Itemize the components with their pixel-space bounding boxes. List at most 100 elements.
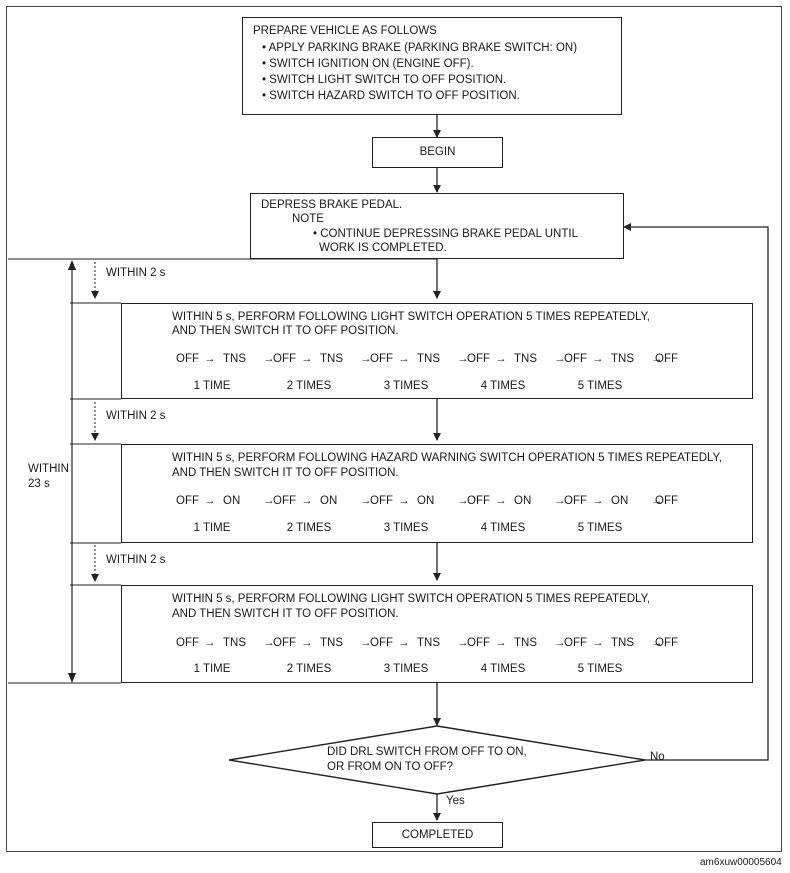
switch-state-text: OFF <box>370 637 393 649</box>
step-instruction: WITHIN 5 s, PERFORM FOLLOWING LIGHT SWIT… <box>172 311 650 323</box>
step-instruction: WITHIN 5 s, PERFORM FOLLOWING HAZARD WAR… <box>172 452 722 464</box>
step-box <box>121 303 753 399</box>
sequence-arrow: → <box>204 637 216 649</box>
switch-state-text: OFF <box>655 353 678 365</box>
sequence-arrow: → <box>495 353 507 365</box>
repetition-label: 1 TIME <box>193 663 231 675</box>
prepare-item: • APPLY PARKING BRAKE (PARKING BRAKE SWI… <box>262 42 578 54</box>
sequence-arrow: → <box>457 353 469 365</box>
depress-note-label: NOTE <box>292 213 324 225</box>
repetition-label: 3 TIMES <box>383 522 429 534</box>
sequence-arrow: → <box>301 353 313 365</box>
decision-diamond <box>228 725 646 795</box>
sequence-arrow: → <box>592 495 604 507</box>
repetition-label: 5 TIMES <box>577 663 623 675</box>
switch-state-text: TNS <box>223 637 246 649</box>
repetition-label: 1 TIME <box>193 522 231 534</box>
prepare-title: PREPARE VEHICLE AS FOLLOWS <box>253 25 437 37</box>
sequence-arrow: → <box>554 353 566 365</box>
figure-code: am6xuw00005604 <box>700 857 782 868</box>
switch-state-text: ON <box>417 495 435 507</box>
within-23s-label: 23 s <box>28 478 50 490</box>
repetition-label: 3 TIMES <box>383 380 429 392</box>
switch-state-text: OFF <box>370 353 393 365</box>
begin-label: BEGIN <box>419 146 456 158</box>
repetition-label: 1 TIME <box>193 380 231 392</box>
switch-state-text: OFF <box>176 495 199 507</box>
switch-state-text: ON <box>514 495 532 507</box>
switch-state-text: OFF <box>564 637 587 649</box>
completed-box <box>372 822 503 848</box>
switch-state-text: TNS <box>417 353 440 365</box>
sequence-arrow: → <box>301 495 313 507</box>
switch-state-text: OFF <box>273 637 296 649</box>
switch-state-text: TNS <box>514 353 537 365</box>
repetition-label: 3 TIMES <box>383 663 429 675</box>
switch-state-text: OFF <box>655 495 678 507</box>
sequence-arrow: → <box>263 353 275 365</box>
switch-state-text: OFF <box>176 353 199 365</box>
sequence-arrow: → <box>554 495 566 507</box>
prepare-item: • SWITCH IGNITION ON (ENGINE OFF). <box>262 58 474 70</box>
switch-state-text: OFF <box>564 353 587 365</box>
switch-state-text: ON <box>320 495 338 507</box>
sequence-arrow: → <box>301 637 313 649</box>
switch-state-text: OFF <box>467 353 490 365</box>
switch-state-text: ON <box>611 495 629 507</box>
decision-question: DID DRL SWITCH FROM OFF TO ON, <box>327 746 527 758</box>
diagram-frame <box>6 6 782 852</box>
switch-state-text: OFF <box>655 637 678 649</box>
sequence-arrow: → <box>651 495 663 507</box>
sequence-arrow: → <box>554 637 566 649</box>
switch-state-text: TNS <box>514 637 537 649</box>
prepare-item: • SWITCH HAZARD SWITCH TO OFF POSITION. <box>262 90 520 102</box>
sequence-arrow: → <box>651 353 663 365</box>
step-box <box>121 585 753 683</box>
span-23s-bottom-arrow <box>68 673 76 683</box>
switch-state-text: TNS <box>611 637 634 649</box>
switch-state-text: OFF <box>564 495 587 507</box>
step-instruction: AND THEN SWITCH IT TO OFF POSITION. <box>172 467 399 479</box>
sequence-arrow: → <box>398 353 410 365</box>
sequence-arrow: → <box>263 637 275 649</box>
depress-note-line: • CONTINUE DEPRESSING BRAKE PEDAL UNTIL <box>313 228 578 240</box>
sequence-arrow: → <box>495 495 507 507</box>
within-2s-label: WITHIN 2 s <box>106 554 166 566</box>
switch-state-text: TNS <box>223 353 246 365</box>
repetition-label: 4 TIMES <box>480 380 526 392</box>
switch-state-text: OFF <box>467 637 490 649</box>
switch-state-text: TNS <box>417 637 440 649</box>
sequence-arrow: → <box>592 637 604 649</box>
step-box <box>121 444 753 543</box>
within-2s-label: WITHIN 2 s <box>106 410 166 422</box>
sequence-arrow: → <box>204 353 216 365</box>
sequence-arrow: → <box>651 637 663 649</box>
switch-state-text: OFF <box>467 495 490 507</box>
sequence-arrow: → <box>457 495 469 507</box>
span-23s-top-arrow <box>68 260 76 270</box>
step-instruction: AND THEN SWITCH IT TO OFF POSITION. <box>172 608 399 620</box>
sequence-arrow: → <box>592 353 604 365</box>
repetition-label: 2 TIMES <box>286 380 332 392</box>
within-2s-label: WITHIN 2 s <box>106 267 166 279</box>
sequence-arrow: → <box>360 637 372 649</box>
depress-title: DEPRESS BRAKE PEDAL. <box>261 199 403 211</box>
sequence-arrow: → <box>495 637 507 649</box>
prepare-box <box>242 17 622 115</box>
begin-box <box>372 137 503 168</box>
sequence-arrow: → <box>457 637 469 649</box>
switch-state-text: TNS <box>611 353 634 365</box>
repetition-label: 4 TIMES <box>480 522 526 534</box>
switch-state-text: OFF <box>176 637 199 649</box>
repetition-label: 2 TIMES <box>286 522 332 534</box>
switch-state-text: OFF <box>273 495 296 507</box>
no-label: No <box>650 751 665 763</box>
sequence-arrow: → <box>360 353 372 365</box>
switch-state-text: TNS <box>320 353 343 365</box>
switch-state-text: OFF <box>370 495 393 507</box>
step-instruction: AND THEN SWITCH IT TO OFF POSITION. <box>172 325 399 337</box>
sequence-arrow: → <box>204 495 216 507</box>
switch-state-text: OFF <box>273 353 296 365</box>
